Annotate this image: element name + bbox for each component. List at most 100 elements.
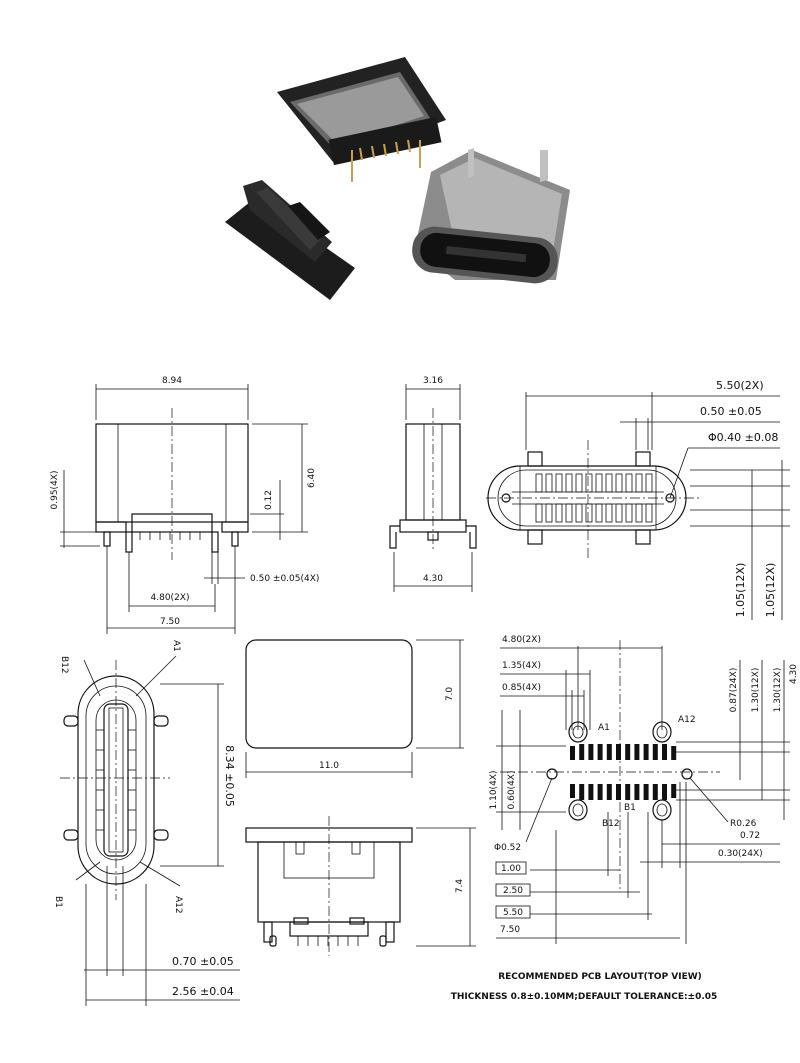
pcb-b1-label: B1	[624, 803, 636, 813]
pcb-750-label: 7.50	[500, 925, 520, 935]
pcb-b12-label: B12	[602, 819, 620, 829]
side-view: 3.16 4.30	[389, 376, 477, 592]
side-top-label: 3.16	[423, 376, 443, 386]
pad-row-b	[652, 784, 658, 800]
pcb-110-label: 1.10(4X)	[489, 771, 499, 810]
end-b1-label: B1	[53, 896, 63, 908]
contact-bottom	[645, 503, 653, 523]
front-width-label: 8.94	[162, 376, 182, 386]
pcb-060-label: 0.60(4X)	[507, 771, 517, 810]
contact-bottom	[565, 503, 573, 523]
cap-view: 11.0 7.0	[245, 639, 464, 778]
bottom-height-label: 7.4	[455, 879, 465, 894]
cap-width-label: 11.0	[319, 761, 339, 771]
contact-bottom	[585, 503, 593, 523]
top-dim2-label: 0.50 ±0.05	[700, 405, 762, 418]
pad-row-a	[579, 744, 585, 760]
top-dim1-label: 5.50(2X)	[716, 379, 764, 392]
pad-row-a	[588, 744, 594, 760]
pad-row-b	[616, 784, 621, 800]
pad-row-b	[634, 784, 640, 800]
pad-row-b	[597, 784, 603, 800]
contact-top	[555, 473, 563, 493]
contact-top	[545, 473, 553, 493]
contact-top	[535, 473, 543, 493]
pcb-caption-2: THICKNESS 0.8±0.10MM;DEFAULT TOLERANCE:±…	[451, 992, 718, 1002]
end-b12-label: B12	[59, 656, 69, 674]
end-dim2-label: 2.56 ±0.04	[172, 985, 234, 998]
pad-row-b	[671, 784, 677, 798]
pcb-130b-label: 1.30(12X)	[773, 668, 783, 713]
pad-row-b	[643, 784, 649, 800]
front-height-label: 6.40	[307, 468, 317, 488]
pcb-087-label: 0.87(24X)	[729, 668, 739, 713]
contact-bottom	[535, 503, 543, 523]
top-view: 5.50(2X) 0.50 ±0.05 Φ0.40 ±0.08 1.05(12X…	[486, 379, 790, 620]
front-pin-span-label: 4.80(2X)	[151, 593, 190, 603]
contact-bottom	[545, 503, 553, 523]
pad-row-a	[597, 744, 603, 760]
contact-top	[635, 473, 643, 493]
end-a1-label: A1	[171, 640, 181, 652]
top-dim3-label: Φ0.40 ±0.08	[708, 431, 778, 444]
pad-row-a	[652, 744, 658, 760]
pad-row-a	[662, 744, 667, 760]
end-height-label: 8.34 ±0.05	[223, 745, 236, 807]
pad-row-a	[634, 744, 640, 760]
contact-top	[645, 473, 653, 493]
pcb-box-100: 1.00	[501, 864, 521, 874]
pcb-box-550: 5.50	[503, 908, 523, 918]
pad-row-b	[606, 784, 612, 800]
pad-row-b	[588, 784, 594, 800]
pcb-a12-label: A12	[678, 715, 696, 725]
pad-row-b	[662, 784, 667, 800]
plated-hole	[652, 799, 672, 821]
pcb-480-label: 4.80(2X)	[502, 635, 541, 645]
contact-top	[615, 473, 623, 493]
pcb-430-label: 4.30	[789, 664, 799, 684]
usb-c-connector-photo	[225, 57, 570, 300]
end-dim1-label: 0.70 ±0.05	[172, 955, 234, 968]
pcb-085-label: 0.85(4X)	[502, 683, 541, 693]
side-bottom-label: 4.30	[423, 574, 443, 584]
pad-row-b	[570, 784, 575, 798]
contact-top	[595, 473, 603, 493]
pcb-caption-1: RECOMMENDED PCB LAYOUT(TOP VIEW)	[498, 972, 702, 982]
top-v2-label: 1.05(12X)	[764, 563, 777, 618]
contact-top	[585, 473, 593, 493]
pad-row-b	[579, 784, 585, 800]
pad-row-b	[625, 784, 631, 800]
plated-hole	[568, 799, 588, 821]
end-a12-label: A12	[173, 896, 183, 914]
pad-row-a	[625, 744, 631, 760]
pcb-030-label: 0.30(24X)	[718, 849, 763, 859]
pcb-r026-label: R0.26	[730, 819, 757, 829]
contact-top	[565, 473, 573, 493]
contact-bottom	[615, 503, 623, 523]
bottom-view: 7.4	[245, 816, 476, 956]
cap-height-label: 7.0	[445, 687, 455, 702]
pcb-layout: 4.80(2X) 1.35(4X) 0.85(4X) 0.87(24X) 1.3…	[451, 635, 799, 1002]
plated-hole-inner	[656, 803, 668, 817]
front-pitch-label: 0.50 ±0.05(4X)	[250, 574, 319, 584]
pad-row-a	[570, 746, 575, 760]
pcb-072-label: 0.72	[740, 831, 760, 841]
pcb-130-label: 1.30(12X)	[751, 668, 761, 713]
pcb-box-250: 2.50	[503, 886, 523, 896]
top-v1-label: 1.05(12X)	[734, 563, 747, 618]
pad-row-a	[643, 744, 649, 760]
contact-top	[625, 473, 633, 493]
contact-bottom	[605, 503, 613, 523]
contact-bottom	[625, 503, 633, 523]
front-small-dim-label: 0.12	[264, 490, 274, 510]
contact-top	[575, 473, 583, 493]
pad-row-a	[606, 744, 612, 760]
plated-hole-inner	[572, 803, 584, 817]
end-view: B12 A1 B1 A12 8.34 ±0.05 0.70 ±0.05 2.56…	[53, 640, 240, 1006]
contact-bottom	[635, 503, 643, 523]
pad-row-a	[671, 746, 677, 760]
contact-bottom	[575, 503, 583, 523]
front-view: 8.94 6.40 0.12 0.95(4X) 0.50 ±0.05(4X) 4…	[50, 376, 319, 634]
